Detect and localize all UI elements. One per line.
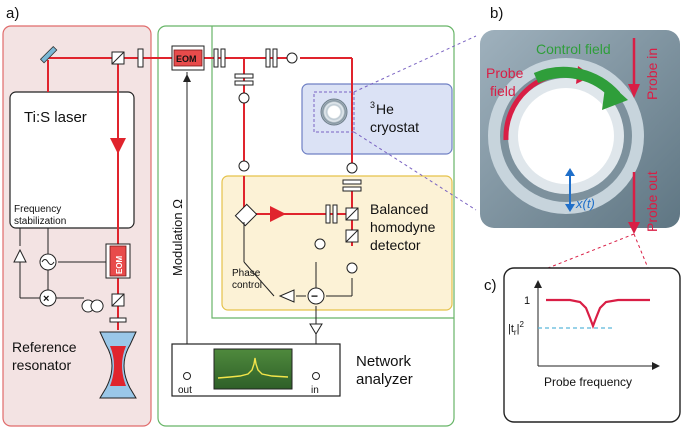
- probe-out-label: Probe out: [644, 171, 660, 232]
- detector-label-3: detector: [370, 237, 421, 253]
- ref-res-label-1: Reference: [12, 339, 77, 355]
- displacement-label: x(t): [575, 196, 595, 211]
- cryostat-label-1: He: [376, 101, 394, 117]
- mixer-symbol: ×: [43, 293, 49, 305]
- lenses: [238, 52, 358, 274]
- zoom-line-top: [353, 35, 477, 93]
- cryostat-label-2: cryostat: [370, 119, 419, 135]
- analyzer-label-2: analyzer: [356, 371, 413, 388]
- phase-label-2: control: [232, 280, 262, 291]
- freq-stab-label-2: stabilization: [14, 216, 66, 227]
- ref-res-label-2: resonator: [12, 357, 71, 373]
- phase-label-1: Phase: [232, 268, 261, 279]
- input-port-label: in: [311, 385, 319, 396]
- amplifier-icon-left: [13, 248, 27, 263]
- zoom-line-bottom: [353, 131, 477, 211]
- analyzer-region-outline: [211, 26, 454, 319]
- analyzer-label-1: Network: [356, 353, 412, 370]
- y-label-t: |tr|2: [508, 320, 524, 337]
- detector-label-1: Balanced: [370, 201, 428, 217]
- reference-resonator: [99, 331, 137, 399]
- input-port[interactable]: [312, 372, 320, 380]
- waveplates: [109, 48, 362, 323]
- sine-wave-icon: [41, 259, 55, 265]
- modulation-label: Modulation Ω: [170, 199, 185, 276]
- panel-label-a: a): [6, 5, 19, 22]
- probe-out-arrowhead: [628, 222, 640, 234]
- resonator-center: [518, 88, 614, 184]
- freq-stab-label-1: Frequency: [14, 204, 61, 215]
- amplifier-icon-phase: [278, 289, 295, 303]
- panel-label-c: c): [484, 277, 497, 294]
- microresonator-small: [320, 98, 348, 126]
- fiber-coupler-icon: [81, 299, 104, 313]
- transmission-plot-frame: [503, 267, 681, 423]
- zoom-line-c-left: [547, 233, 635, 269]
- probe-field-label-1: Probe: [486, 65, 524, 81]
- transmission-axes: [534, 280, 660, 370]
- probe-in-label: Probe in: [644, 48, 660, 100]
- displacement-arrowhead-up: [565, 168, 575, 176]
- eom-side-crystal: [109, 245, 127, 277]
- probe-field-label-2: field: [490, 83, 516, 99]
- laser-box: [9, 91, 135, 229]
- displacement-arrowhead-down: [565, 204, 575, 212]
- mixer-icon: [39, 289, 57, 307]
- mirror-icon: [39, 45, 58, 64]
- cryostat-sample-frame: [313, 91, 355, 133]
- piezo-mirror-icon: [234, 203, 258, 227]
- control-field-arrowhead: [602, 80, 628, 110]
- amplifier-icon-detector: [309, 323, 323, 335]
- output-port[interactable]: [183, 372, 191, 380]
- detector-label-2: homodyne: [370, 219, 436, 235]
- cryostat-superscript: 3: [370, 100, 375, 110]
- eom-top-crystal: [173, 49, 203, 67]
- subtractor-icon: [307, 287, 325, 305]
- lock-electronics: [19, 228, 106, 299]
- zoom-line-c-right: [633, 233, 649, 269]
- x-axis-label: Probe frequency: [544, 375, 632, 389]
- eom-top-label: EOM: [176, 54, 197, 64]
- probe-in-arrowhead: [628, 84, 640, 98]
- panel-label-b: b): [490, 5, 503, 22]
- control-field-label: Control field: [536, 41, 611, 57]
- output-port-label: out: [178, 385, 192, 396]
- laser-label: Ti:S laser: [24, 109, 87, 126]
- y-tick-one: 1: [524, 295, 530, 307]
- transmission-trace: [546, 298, 650, 330]
- spectrum-trace: [217, 357, 289, 379]
- eom-side-label: EOM: [115, 255, 124, 274]
- subtractor-symbol: −: [311, 289, 318, 303]
- beam-splitters: [111, 51, 359, 307]
